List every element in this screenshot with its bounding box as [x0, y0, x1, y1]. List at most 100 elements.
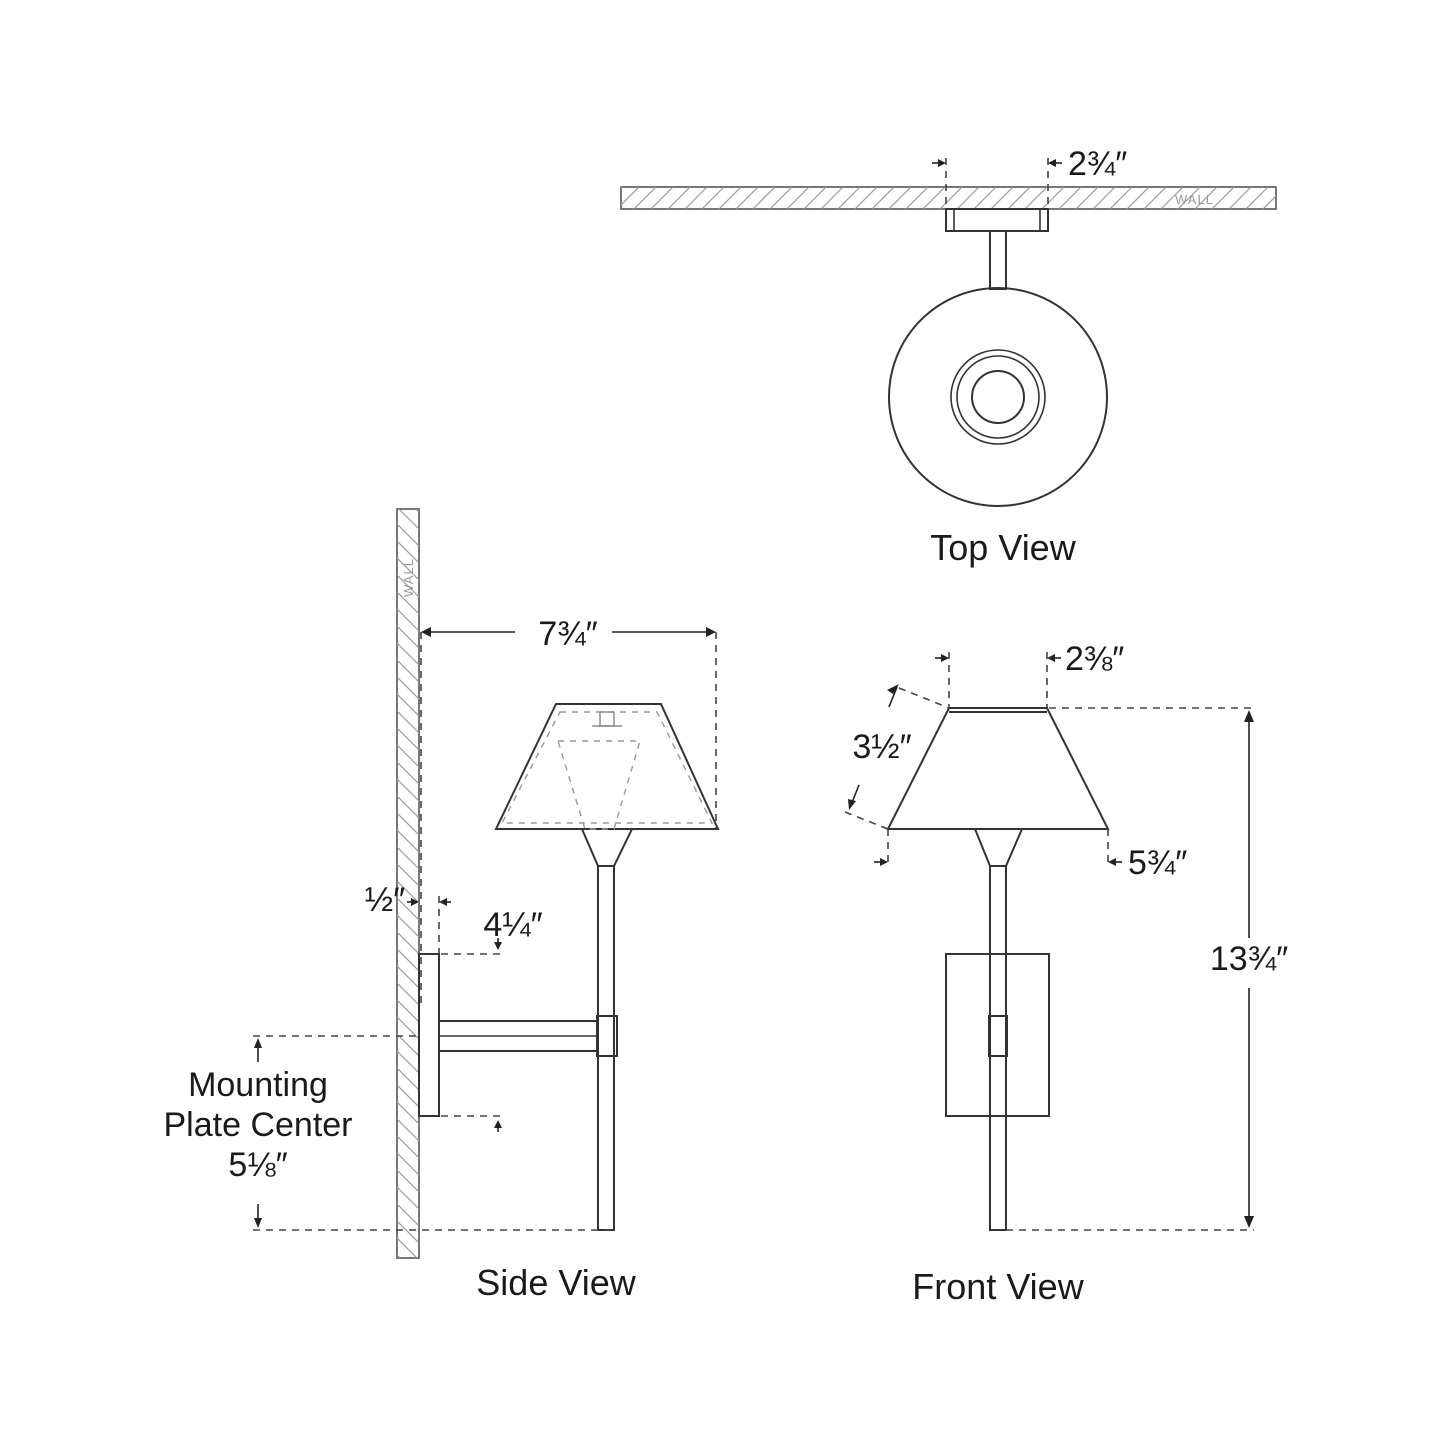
front-shade-height-label: 3½″: [852, 728, 911, 766]
wall-hatch-line: [397, 1186, 419, 1210]
wall-hatch-line: [888, 187, 912, 209]
wall-hatch-line: [1297, 187, 1319, 209]
wall-hatch-line: [871, 187, 895, 209]
wall-hatch-line: [397, 1067, 419, 1091]
front-shade-top-dimension: 2⅜″: [935, 640, 1124, 708]
wall-hatch-line: [1041, 187, 1065, 209]
side-shade: [494, 703, 720, 830]
side-shade-inner-cone: [557, 740, 641, 830]
wall-hatch-line: [1177, 187, 1201, 209]
wall-hatch-line: [1245, 187, 1269, 209]
side-plate-height-dimension: 4¼″: [441, 906, 543, 1132]
wall-hatch-line: [1262, 195, 1276, 209]
wall-hatch-line: [397, 1169, 419, 1193]
top-wall-label: WALL: [1175, 192, 1214, 207]
wall-hatch-line: [621, 187, 623, 189]
wall-hatch-line: [397, 591, 419, 615]
wall-hatch-line: [1160, 187, 1184, 209]
side-stem: [597, 865, 615, 1231]
wall-hatch-line: [397, 676, 419, 700]
top-mount-block: [945, 208, 1049, 232]
wall-hatch-line: [398, 509, 419, 530]
wall-hatch-line: [684, 187, 708, 209]
wall-hatch-line: [397, 1118, 419, 1142]
wall-hatch-line: [1058, 187, 1082, 209]
side-projection-label: 7¾″: [538, 615, 597, 653]
wall-hatch-line: [397, 1272, 419, 1294]
wall-hatch-line: [820, 187, 844, 209]
wall-hatch-line: [718, 187, 742, 209]
wall-hatch-line: [397, 965, 419, 989]
wall-hatch-line: [397, 744, 419, 768]
wall-hatch-line: [990, 187, 1014, 209]
wall-hatch-line: [837, 187, 861, 209]
top-arm: [989, 230, 1007, 290]
wall-hatch-line: [397, 863, 419, 887]
front-view-title: Front View: [912, 1266, 1084, 1307]
wall-hatch-line: [905, 187, 929, 209]
top-wall: WALL: [620, 186, 1319, 210]
wall-hatch-line: [397, 812, 419, 836]
wall-hatch-line: [701, 187, 725, 209]
side-wall-label: WALL: [401, 558, 416, 597]
front-shade: [886, 707, 1110, 830]
side-mount-plate: [418, 953, 440, 1117]
wall-hatch-line: [397, 948, 419, 972]
wall-hatch-line: [397, 914, 419, 938]
wall-hatch-line: [1075, 187, 1099, 209]
wall-hatch-line: [752, 187, 776, 209]
wall-hatch-line: [397, 846, 419, 870]
wall-hatch-line: [397, 1203, 419, 1227]
wall-hatch-line: [854, 187, 878, 209]
wall-hatch-line: [397, 761, 419, 785]
wall-hatch-line: [939, 187, 963, 209]
wall-hatch-line: [397, 1152, 419, 1176]
front-cup: [973, 828, 1024, 867]
side-view: WALL 7¾″: [164, 508, 720, 1303]
wall-hatch-line: [397, 659, 419, 683]
wall-hatch-line: [397, 727, 419, 751]
front-view: 2⅜″ 3½″ 5¾″: [844, 640, 1288, 1307]
wall-hatch-line: [1024, 187, 1048, 209]
wall-hatch-line: [397, 710, 419, 734]
wall-hatch-line: [397, 931, 419, 955]
wall-hatch-line: [397, 1084, 419, 1108]
top-shade-outer: [888, 287, 1108, 507]
wall-hatch-line: [397, 829, 419, 853]
front-overall-height-dimension: 13¾″: [1006, 707, 1288, 1231]
wall-hatch-line: [1194, 187, 1218, 209]
mounting-value: 5⅛″: [228, 1146, 287, 1184]
wall-hatch-line: [397, 693, 419, 717]
wall-hatch-line: [1092, 187, 1116, 209]
front-shade-bottom-label: 5¾″: [1128, 844, 1187, 882]
wall-hatch-line: [397, 1135, 419, 1159]
wall-hatch-line: [621, 187, 640, 206]
wall-hatch-line: [397, 625, 419, 649]
wall-hatch-line: [397, 557, 419, 581]
front-knuckle: [988, 1015, 1008, 1057]
wall-hatch-line: [397, 523, 419, 547]
wall-hatch-line: [1211, 187, 1235, 209]
wall-hatch-line: [397, 1033, 419, 1057]
wall-hatch-line: [397, 982, 419, 1006]
wall-hatch-line: [786, 187, 810, 209]
wall-hatch-line: [397, 897, 419, 921]
side-cup: [580, 828, 634, 867]
mounting-label-line1: Mounting: [188, 1066, 328, 1104]
front-stem: [989, 865, 1007, 1231]
wall-hatch-line: [735, 187, 759, 209]
wall-hatch-line: [667, 187, 691, 209]
wall-hatch-line: [397, 795, 419, 819]
top-mount-width-label: 2¾″: [1068, 145, 1127, 183]
front-overall-height-label: 13¾″: [1210, 940, 1288, 978]
side-plate-depth-label: ½″: [365, 881, 405, 919]
wall-hatch-line: [397, 1237, 418, 1258]
wall-hatch-line: [397, 1101, 419, 1125]
wall-hatch-line: [650, 187, 674, 209]
top-shade-ring-inner: [971, 370, 1025, 424]
wall-hatch-line: [397, 608, 419, 632]
wall-hatch-line: [1109, 187, 1133, 209]
side-projection-dimension: 7¾″: [420, 615, 717, 1005]
top-view-title: Top View: [930, 527, 1076, 568]
